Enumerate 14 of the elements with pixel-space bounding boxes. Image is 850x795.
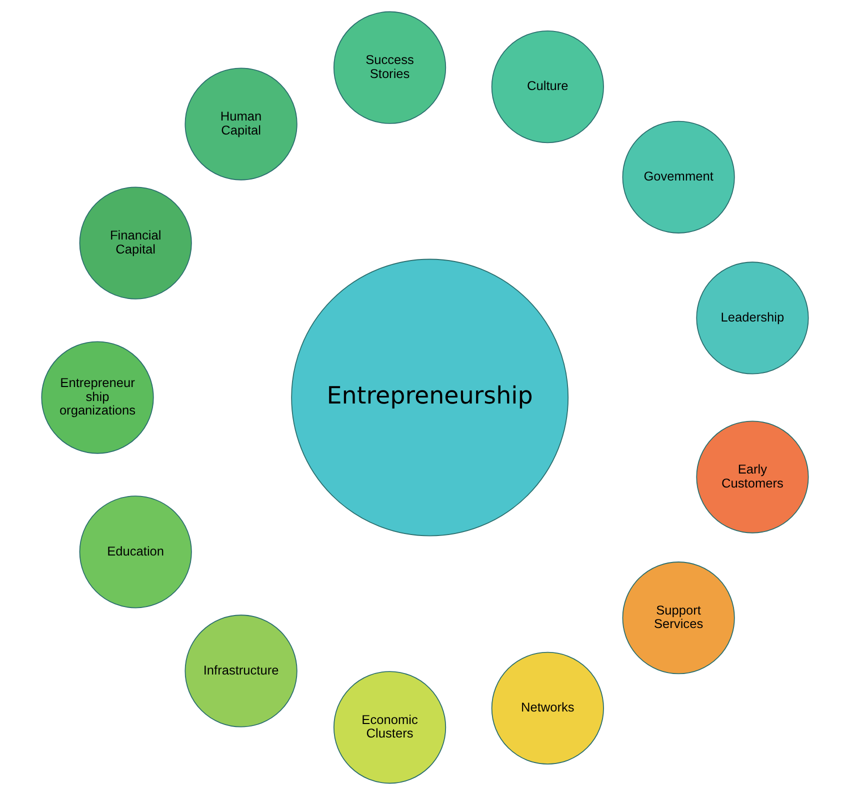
node-circle: Early Customers — [696, 420, 809, 534]
node-circle: Govemment — [622, 120, 735, 234]
node-circle: Entrepreneur ship organizations — [41, 341, 154, 454]
node-circle: Entrepreneurship — [291, 258, 569, 536]
node-circle: Infrastructure — [184, 614, 298, 728]
node-circle: Success Stories — [333, 11, 446, 124]
node-circle: Culture — [491, 30, 604, 144]
node-circle: Economic Clusters — [333, 671, 446, 784]
node-circle: Financial Capital — [79, 186, 192, 300]
node-circle: Human Capital — [184, 68, 298, 180]
node-circle: Education — [79, 496, 192, 608]
node-circle: Leadership — [696, 262, 809, 374]
node-circle: Networks — [491, 652, 604, 765]
node-circle: Support Services — [622, 562, 735, 674]
